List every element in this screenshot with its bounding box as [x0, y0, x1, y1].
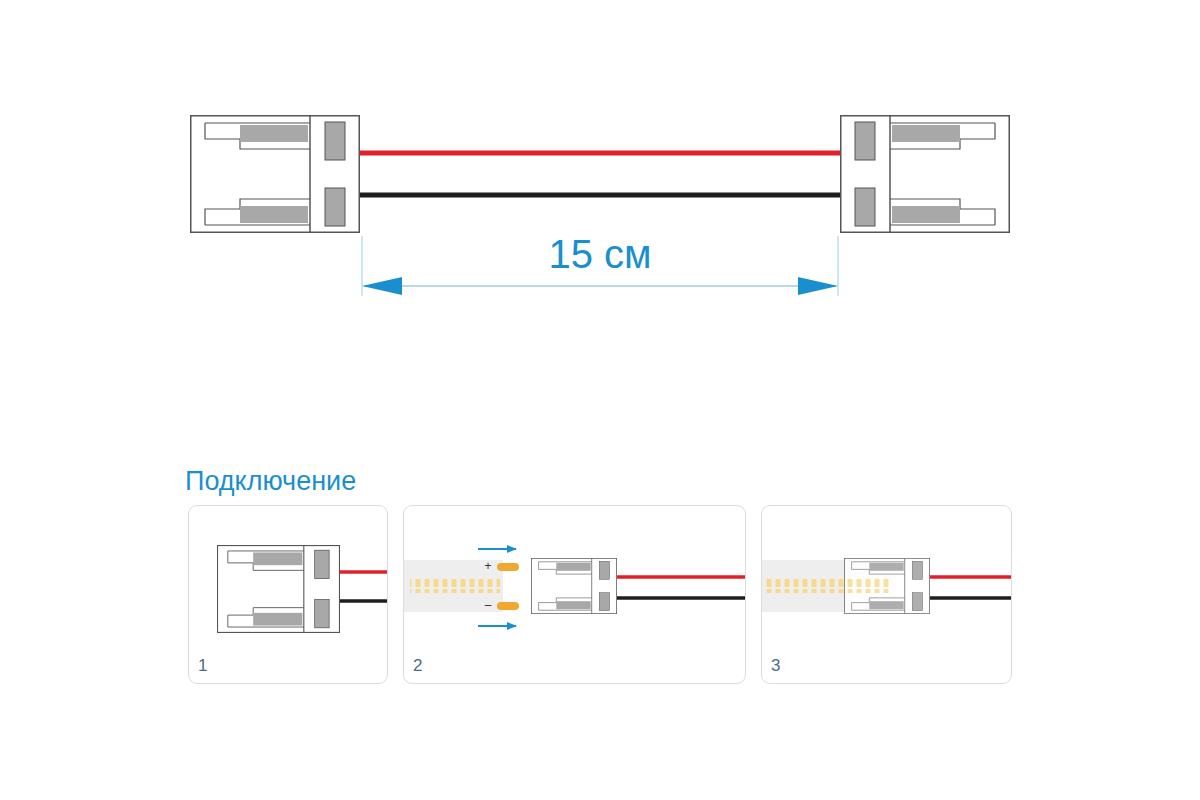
contact-pad [497, 602, 519, 610]
red-wire [930, 575, 1012, 579]
connector [531, 558, 616, 613]
insert-arrow [478, 548, 516, 550]
dimension-arrow [362, 277, 402, 295]
led-row [410, 579, 500, 593]
step-panel: 3 [761, 505, 1012, 684]
led-row [766, 579, 892, 593]
step-panel: 1 [188, 505, 388, 684]
contact-pad [497, 563, 519, 571]
led-strip [403, 560, 503, 612]
red-wire [340, 570, 388, 574]
dimension-arrow [798, 277, 838, 295]
black-wire [360, 193, 840, 198]
section-heading: Подключение [185, 466, 356, 497]
step-number: 2 [413, 656, 422, 676]
polarity-sign: – [485, 598, 492, 612]
dimension-label: 15 см [548, 232, 651, 277]
black-wire [617, 596, 746, 600]
step-number: 3 [771, 656, 780, 676]
connector [844, 558, 929, 613]
polarity-sign: + [484, 559, 491, 573]
red-wire [360, 151, 840, 156]
red-wire [617, 575, 746, 579]
extension-line [838, 236, 839, 296]
connector [218, 546, 340, 633]
right-connector [841, 116, 1010, 233]
dimension-line [364, 285, 836, 287]
led-row [846, 579, 892, 593]
step-panel: 2 [403, 505, 746, 684]
insert-arrow [478, 625, 516, 627]
black-wire [340, 599, 388, 603]
black-wire [930, 596, 1012, 600]
left-connector [191, 116, 360, 233]
step-number: 1 [198, 656, 207, 676]
extension-line [362, 236, 363, 296]
